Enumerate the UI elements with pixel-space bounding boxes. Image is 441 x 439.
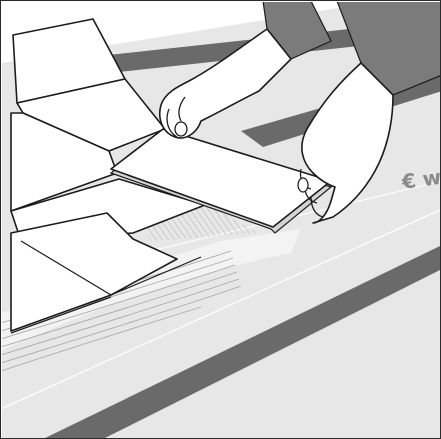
right-thumb-nail bbox=[298, 178, 308, 192]
